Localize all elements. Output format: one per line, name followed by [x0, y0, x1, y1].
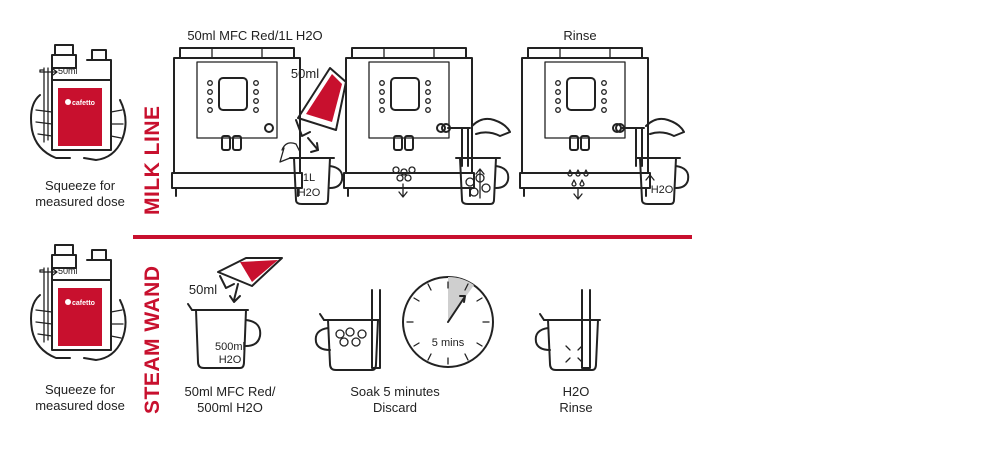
water-drops-3 — [567, 169, 589, 200]
jug-1l — [279, 147, 344, 205]
steam-wand-pour-amount: 50ml — [188, 282, 218, 297]
pouring-pouch-2 — [217, 257, 283, 303]
milk-line-pour-amount: 50ml — [290, 66, 320, 81]
steam-wand-rinse — [581, 289, 591, 369]
jug-rinse-3 — [635, 157, 690, 205]
bottle-caption-bottom: Squeeze for measured dose — [20, 382, 140, 414]
step2-caption-line1: Soak 5 minutes — [350, 384, 440, 399]
jug-1l-line1: 1L — [303, 172, 315, 184]
bottle-illustration-top: 50ml cafetto — [30, 44, 127, 161]
rinse-jug-label: H2O — [651, 184, 674, 196]
jug-500ml-line2: H2O — [219, 354, 242, 366]
brand-label-bottom: cafetto — [72, 300, 95, 307]
coffee-machine-2 — [343, 47, 475, 197]
jug-500ml — [187, 303, 262, 369]
step1-caption-line2: 500ml H2O — [197, 400, 263, 415]
jug-500ml-line1: 500ml — [215, 341, 245, 353]
steam-wand-step3-caption: H2O Rinse — [536, 384, 616, 416]
soak-jug — [314, 313, 381, 371]
steam-wand-step2-caption: Soak 5 minutes Discard — [330, 384, 460, 416]
foam-bubbles-2 — [392, 166, 416, 198]
bottle-caption-line2: measured dose — [35, 194, 125, 209]
bottle-caption-line1: Squeeze for — [44, 382, 116, 397]
milk-pipe-2 — [441, 117, 511, 167]
bottle-caption-line1: Squeeze for — [44, 178, 116, 193]
bottle-caption-top: Squeeze for measured dose — [20, 178, 140, 210]
brand-label-top: cafetto — [72, 100, 95, 107]
milk-line-rinse-title: Rinse — [563, 28, 597, 43]
step3-caption-line2: Rinse — [559, 400, 593, 415]
milk-pipe-3 — [615, 117, 685, 167]
step1-caption-line1: 50ml MFC Red/ — [184, 384, 276, 399]
coffee-machine-3 — [519, 47, 651, 197]
dose-mark-bottom: 50ml — [58, 266, 78, 276]
step2-caption-line2: Discard — [372, 400, 418, 415]
step3-caption-line1: H2O — [562, 384, 590, 399]
milk-line-label: MILK LINE — [141, 105, 164, 216]
steam-wand-soak — [371, 289, 381, 369]
steam-wand-step1-caption: 50ml MFC Red/ 500ml H2O — [160, 384, 300, 416]
dose-mark-top: 50ml — [58, 66, 78, 76]
bottle-caption-line2: measured dose — [35, 398, 125, 413]
timer-clock — [402, 276, 494, 368]
milk-line-step1-title: 50ml MFC Red/1L H2O — [187, 28, 323, 43]
jug-1l-line2: H2O — [298, 187, 321, 199]
bottle-illustration-bottom: 50ml cafetto — [30, 244, 127, 361]
timer-label: 5 mins — [432, 337, 465, 349]
jug-bubbles-2 — [455, 157, 510, 205]
